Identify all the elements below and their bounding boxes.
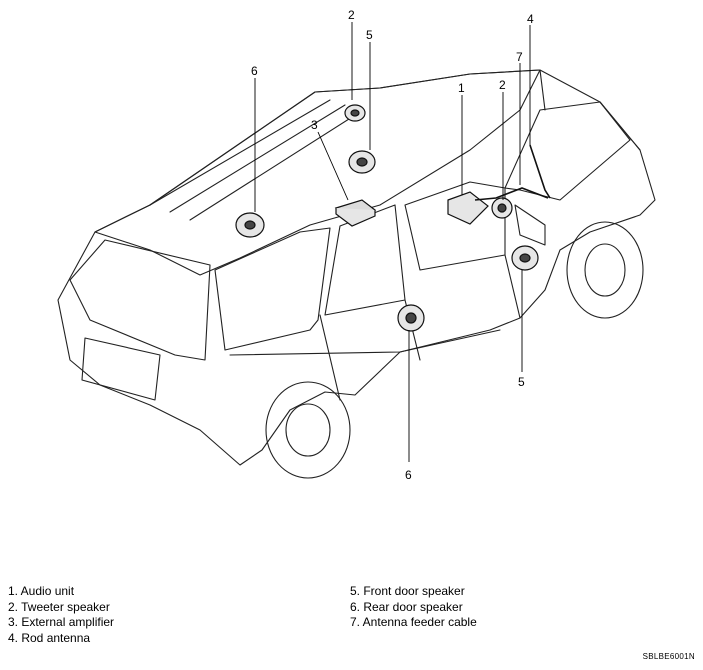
- front-speaker-top: [348, 150, 376, 174]
- front-wheel: [566, 221, 644, 319]
- antenna-feeder-cable: [474, 187, 549, 201]
- legend-item: 5. Front door speaker: [350, 584, 465, 598]
- rear-speaker-roof: [235, 212, 265, 238]
- legend-left: 1. Audio unit 2. Tweeter speaker 3. Exte…: [8, 584, 114, 646]
- vehicle-body-outline: [57, 69, 656, 466]
- callout-rear-speaker-roof: 6: [251, 64, 258, 78]
- vehicle-audio-diagram: 2 5 6 3 1 2 7 4 5 6: [57, 8, 656, 482]
- front-door-speaker: [511, 245, 539, 271]
- audio-unit: [447, 191, 489, 225]
- callout-tweeter-front: 2: [499, 78, 506, 92]
- rod-antenna: [529, 144, 551, 199]
- tweeter-speaker-front: [491, 197, 513, 219]
- legend-item: 2. Tweeter speaker: [8, 599, 110, 614]
- callout-tweeter-top: 2: [348, 8, 355, 22]
- rear-door-speaker: [397, 304, 425, 332]
- figure-code: SBLBE6001N: [642, 652, 695, 661]
- callout-feeder-cable: 7: [516, 50, 523, 64]
- legend-right: 5. Front door speaker 6. Rear door speak…: [350, 584, 477, 631]
- windshield: [504, 101, 631, 201]
- vehicle-roof: [94, 69, 541, 276]
- rear-wheel: [265, 381, 351, 479]
- legend-item: 4. Rod antenna: [8, 630, 91, 645]
- legend-item: 6. Rear door speaker: [350, 599, 463, 614]
- legend-item: 1. Audio unit: [8, 584, 75, 598]
- callout-front-speaker-top: 5: [366, 28, 373, 42]
- rear-window: [69, 239, 211, 361]
- external-amplifier: [334, 199, 377, 227]
- callout-rear-speaker-door: 6: [405, 468, 412, 482]
- tweeter-speaker-top: [344, 104, 366, 122]
- callout-front-speaker-door: 5: [518, 375, 525, 389]
- callout-audio-unit: 1: [458, 81, 465, 95]
- legend-item: 3. External amplifier: [8, 615, 115, 629]
- callout-amplifier: 3: [311, 118, 318, 132]
- legend-item: 7. Antenna feeder cable: [350, 615, 477, 629]
- callout-rod-antenna: 4: [527, 12, 534, 26]
